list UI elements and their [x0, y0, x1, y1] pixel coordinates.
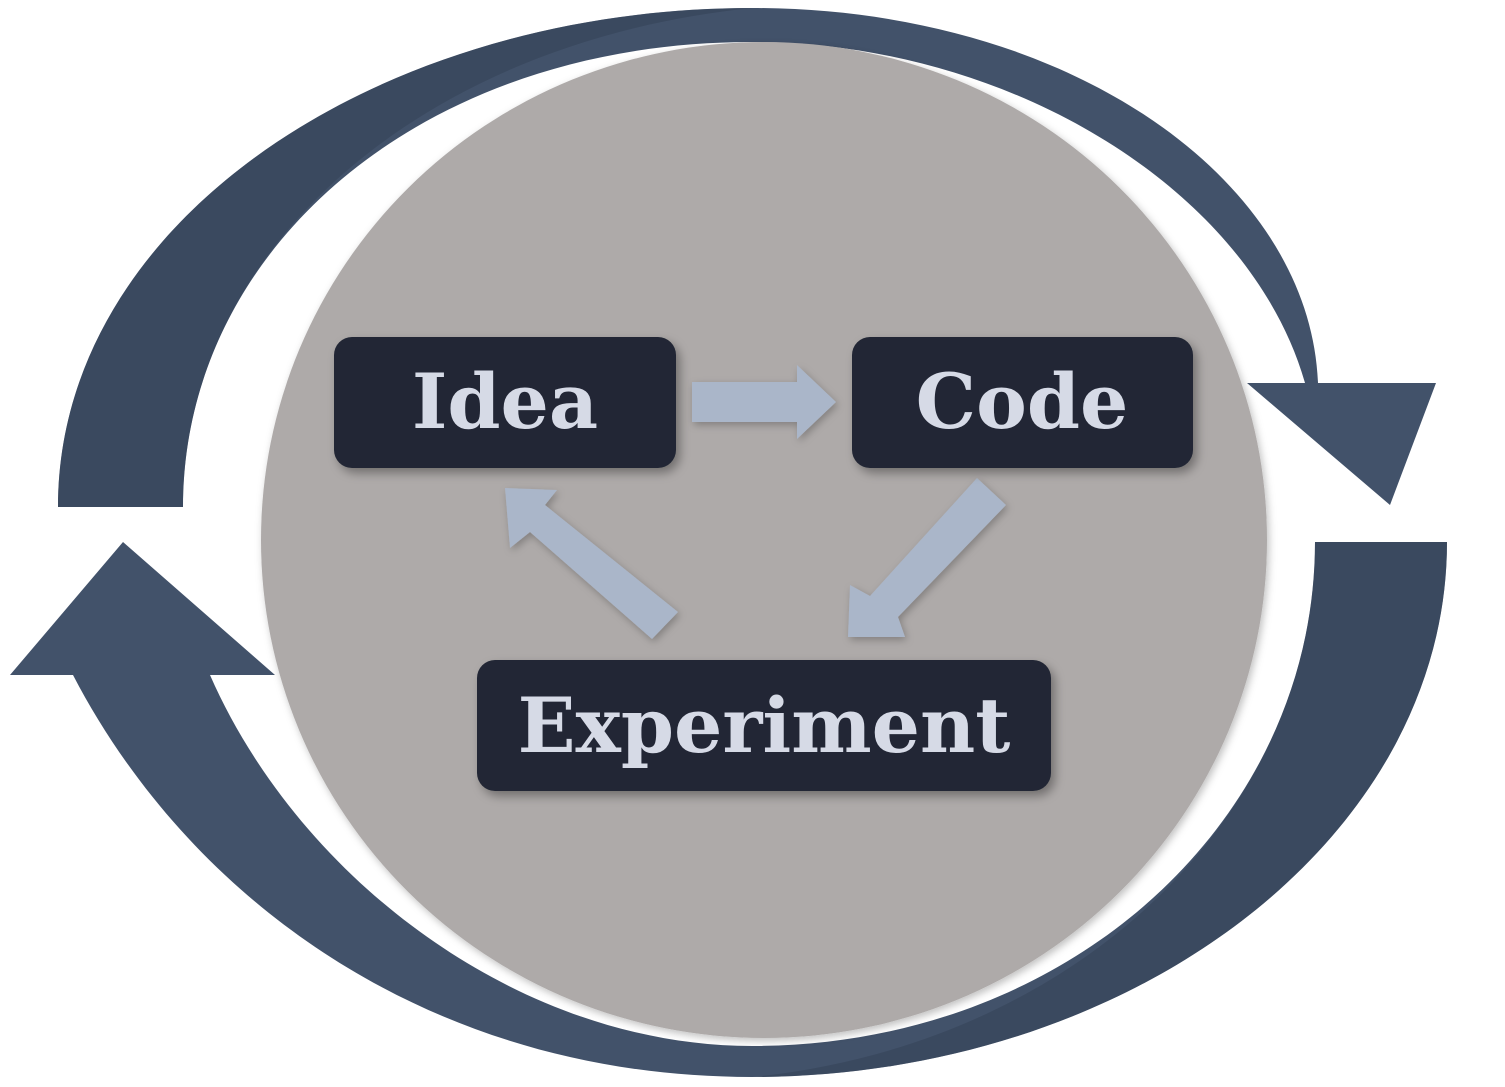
node-code: Code [852, 337, 1193, 468]
node-experiment-label: Experiment [518, 681, 1011, 770]
inner-circle [261, 42, 1267, 1038]
node-code-label: Code [916, 357, 1129, 446]
arrow-idea-to-code [692, 365, 836, 439]
outer-arrow-top-left-shade [58, 8, 752, 507]
node-experiment: Experiment [477, 660, 1051, 791]
inner-arrows [505, 365, 1006, 639]
node-idea: Idea [334, 337, 676, 468]
node-idea-label: Idea [412, 357, 598, 446]
node-code-box [852, 337, 1193, 468]
arrow-code-to-experiment [848, 478, 1006, 637]
outer-arrow-top [58, 8, 1436, 507]
node-idea-box [334, 337, 676, 468]
node-experiment-box [477, 660, 1051, 791]
outer-cycle-arrows [10, 8, 1447, 1077]
arrow-experiment-to-idea [505, 488, 678, 639]
outer-arrow-bottom-right-shade [752, 542, 1447, 1077]
outer-arrow-bottom [10, 542, 1447, 1077]
